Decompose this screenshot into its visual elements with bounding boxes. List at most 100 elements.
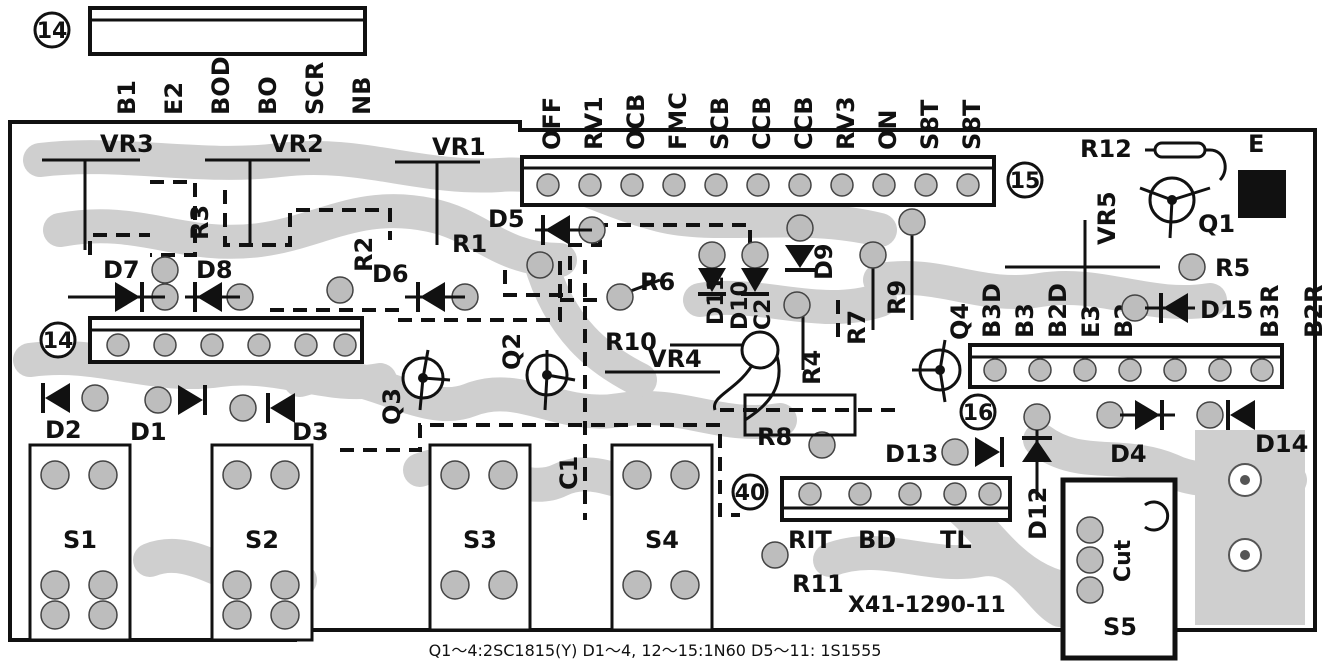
pin-label-e3: E3: [1077, 305, 1105, 338]
pin-label-off: OFF: [538, 97, 566, 150]
label-vr4: VR4: [648, 345, 702, 373]
connector-40-pin-tl: TL: [940, 526, 972, 554]
connector-14-middle-number: 14: [43, 329, 74, 354]
pin-label-b2d: B2D: [1044, 283, 1072, 338]
label-s5: S5: [1103, 613, 1137, 641]
pin-label-nb: NB: [348, 77, 376, 115]
diode-d7: [68, 282, 165, 312]
transistor-q2: [525, 350, 576, 411]
transistor-q1: [1139, 176, 1211, 239]
label-r10: R10: [605, 328, 657, 356]
label-d12: D12: [1024, 487, 1052, 540]
pin-label-b1: B1: [113, 80, 141, 115]
connector-16-number: 16: [963, 401, 994, 426]
pin-label-b3d: B3D: [978, 283, 1006, 338]
pin-label-ocb: OCB: [622, 94, 650, 150]
label-r4: R4: [798, 350, 826, 385]
diode-d14: [1226, 400, 1255, 430]
label-e: E: [1248, 130, 1264, 158]
diode-d2: [41, 383, 70, 413]
switch-s4: [610, 443, 714, 632]
transistor-q3: [401, 349, 451, 411]
label-d13: D13: [885, 440, 938, 468]
connector-14-top-number: 14: [37, 19, 68, 44]
pin-label-bo: BO: [254, 76, 282, 115]
label-r6: R6: [640, 268, 675, 296]
diode-d13: [975, 437, 1004, 467]
diode-d11: [698, 268, 726, 296]
switch-s3: [428, 443, 532, 632]
pin-label-on: ON: [874, 110, 902, 151]
label-r2: R2: [350, 237, 378, 272]
pin-label-bod: BOD: [207, 56, 235, 115]
label-d15: D15: [1200, 296, 1253, 324]
mounting-holes: [1228, 463, 1262, 572]
dashed-jumpers: [88, 180, 900, 520]
label-r3: R3: [186, 205, 214, 240]
label-vr2: VR2: [270, 130, 324, 158]
label-r12: R12: [1080, 135, 1132, 163]
pin-label-rv1: RV1: [580, 96, 608, 150]
diode-d5: [535, 215, 592, 245]
switch-s2: [210, 443, 314, 642]
top-pin-labels: OFF RV1 OCB FMC SCB CCB CCB RV3 ON S8T S…: [538, 92, 986, 150]
label-r5: R5: [1215, 254, 1250, 282]
pin-label-e2: E2: [160, 82, 188, 115]
switch-s5: [1060, 477, 1178, 661]
resistor-r8-body: [743, 393, 857, 437]
label-q1: Q1: [1198, 210, 1235, 238]
label-d8: D8: [196, 256, 233, 284]
label-r1: R1: [452, 230, 487, 258]
label-d7: D7: [103, 256, 140, 284]
label-r9: R9: [883, 280, 911, 315]
pin-label-ccb-2: CCB: [790, 96, 818, 150]
diode-d6: [405, 282, 465, 312]
connector-14-middle: 14: [39, 316, 364, 364]
pin-label-b3: B3: [1011, 303, 1039, 338]
diodes: [41, 215, 1255, 500]
label-s1: S1: [63, 526, 97, 554]
connector-40-pin-rit: RIT: [788, 526, 832, 554]
connector-40-number: 40: [735, 481, 766, 506]
diode-d3: [266, 393, 295, 423]
capacitor-c2-body: [740, 330, 780, 370]
label-r7: R7: [843, 310, 871, 345]
pin-label-rv3: RV3: [832, 96, 860, 150]
ground-plane: [1195, 430, 1305, 625]
label-vr5: VR5: [1093, 191, 1121, 245]
label-d1: D1: [130, 418, 167, 446]
label-s4: S4: [645, 526, 679, 554]
connector-40: 40 RIT BD TL: [731, 473, 1012, 554]
pin-label-fmc: FMC: [664, 92, 692, 150]
switches: [28, 443, 1178, 661]
connector-15-number: 15: [1010, 169, 1041, 194]
transistors: [401, 176, 1211, 411]
label-d10: D10: [728, 281, 753, 330]
label-r8: R8: [757, 423, 792, 451]
label-vr1: VR1: [432, 133, 486, 161]
label-q3: Q3: [378, 388, 406, 425]
parts-note: Q1～4:2SC1815(Y) D1～4, 12～15:1N60 D5～11: …: [429, 641, 882, 660]
switch-s1: [28, 443, 132, 642]
label-d4: D4: [1110, 440, 1147, 468]
diode-d4: [1120, 400, 1175, 430]
pin-label-s8t-1: S8T: [916, 99, 944, 150]
ground-pad-e: [1238, 170, 1286, 218]
label-cut: Cut: [1111, 539, 1136, 582]
pin-label-b3r: B3R: [1256, 285, 1284, 338]
switch-labels: S1 S2 S3 S4 Cut S5: [63, 526, 1137, 641]
connector-15: 15: [520, 155, 1044, 207]
label-c1: C1: [555, 456, 583, 490]
pin-label-s8t-2: S8T: [958, 99, 986, 150]
label-d6: D6: [372, 260, 409, 288]
connector-40-pin-bd: BD: [858, 526, 896, 554]
label-s3: S3: [463, 526, 497, 554]
label-d5: D5: [488, 205, 525, 233]
diode-d15: [1145, 293, 1195, 323]
label-d3: D3: [292, 418, 329, 446]
diode-d1: [178, 385, 207, 415]
label-q4: Q4: [946, 303, 974, 340]
component-labels: VR3 VR2 VR1 R3 R2 R1 D5 D7 D8 D6 R6 D11 …: [45, 130, 1308, 598]
diode-d9: [785, 245, 815, 272]
